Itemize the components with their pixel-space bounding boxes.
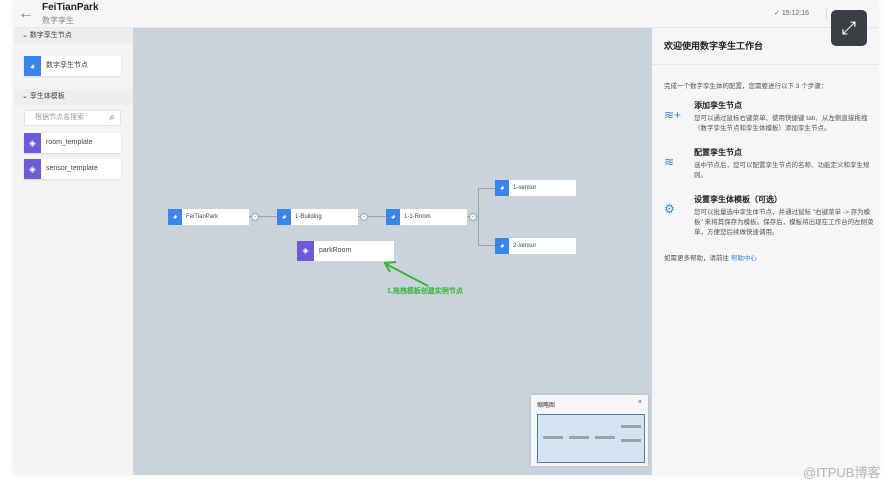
minimap-node [621,425,641,428]
node-icon: ◕ [495,238,509,254]
search-placeholder: 根据节点名搜索 [35,114,84,121]
panel-intro: 完成一个数字孪生体的配置，您需要进行以下 3 个步骤： [664,83,828,90]
step-desc: 您可以批量选中孪生体节点，并通过鼠标 "右键菜单 -> 存为模板" 来将其保存为… [694,209,874,236]
step-desc: 您可以通过鼠标右键菜单、使用快捷键 tab、从左侧直接拖拽（数字孪生节点和孪生体… [694,115,868,132]
digital-twin-node-item[interactable]: ◕ 数字孪生节点 [24,56,121,76]
minimap-node [621,439,641,442]
minimap-node [543,436,563,439]
node-label: 1-1-Room [404,214,431,220]
node-label: 2-sensor [513,243,537,249]
collapse-toggle[interactable]: - [469,213,477,221]
item-label: 数字孪生节点 [46,62,88,69]
node-icon: ◕ [386,209,400,225]
minimap-title: 缩略图 [537,403,556,409]
node-icon: ◕ [495,180,509,196]
item-label: room_template [46,139,93,146]
help-line: 如需更多帮助，请前往 帮助中心 [664,252,757,262]
graph-node[interactable]: ◕ FeiTianPark [168,209,249,225]
back-arrow-icon[interactable]: ← [18,5,34,22]
minimap-node [569,436,589,439]
help-text: 如需更多帮助，请前往 [664,255,729,262]
graph-node[interactable]: ◕ 1-Building [277,209,358,225]
item-label: sensor_template [46,165,98,172]
step-configure-node: ≋ 配置孪生节点选中节点后，您可以配置孪生节点的名称、功能定义和孪生规则。 [664,147,874,181]
divider [826,8,827,20]
graph-node[interactable]: ◕ 1-1-Room [386,209,467,225]
step-title: 配置孪生节点 [694,148,742,157]
watermark: @ITPUB博客 [803,465,881,480]
gear-layers-icon: ⚙ [664,202,675,216]
collapse-toggle[interactable]: - [251,213,259,221]
sidebar: ⌄ 数字孪生节点 ◕ 数字孪生节点 ⌄ 孪生体模板 根据节点名搜索 ⌕ ◈ room_… [14,28,133,475]
node-icon: ◕ [277,209,291,225]
step-title: 设置孪生体模板（可选） [694,195,782,204]
node-label: parkRoom [319,247,352,254]
node-label: 1-Building [295,214,322,220]
time-text: 15:12:16 [781,10,810,17]
collapse-toggle[interactable]: - [360,213,368,221]
node-icon: ◕ [168,209,182,225]
template-node[interactable]: ◈ parkRoom [297,241,394,261]
edge [478,188,479,246]
step-template: ⚙ 设置孪生体模板（可选） 您可以批量选中孪生体节点，并通过鼠标 "右键菜单 -> … [664,194,874,238]
template-item-sensor[interactable]: ◈ sensor_template [24,159,121,179]
minimap-close-button[interactable]: × [637,399,642,406]
layers-icon: ◈ [297,241,314,261]
app-window: ← FeiTianPark 数字孪生 ✓ 15:12:16 ⤢ ⌄ 数字孪生节点… [14,0,878,475]
annotation-arrow-icon [383,261,429,287]
layers-icon: ◈ [24,133,41,153]
graph-canvas[interactable]: ◕ FeiTianPark ◕ 1-Building ◕ 1-1-Room ◕ 1-se… [133,28,652,475]
step-desc: 选中节点后，您可以配置孪生节点的名称、功能定义和孪生规则。 [694,162,870,179]
template-search-input[interactable]: 根据节点名搜索 ⌕ [24,110,121,126]
edge [478,188,495,189]
node-label: 1-sensor [513,185,537,191]
node-icon: ◕ [24,56,41,76]
layers-icon: ◈ [24,159,41,179]
section-label: 数字孪生节点 [29,32,72,39]
step-add-node: ≋+ 添加孪生节点您可以通过鼠标右键菜单、使用快捷键 tab、从左侧直接拖拽（数字… [664,100,874,134]
fullscreen-icon[interactable]: ⤢ [831,10,867,46]
config-layers-icon: ≋ [664,155,675,169]
check-circle-icon: ✓ [774,10,782,17]
section-digital-twin-nodes[interactable]: ⌄ 数字孪生节点 [14,28,133,44]
annotation-text: 1.拖拽模板创建实例节点 [387,288,463,295]
save-time: ✓ 15:12:16 [774,9,809,17]
section-label: 孪生体模板 [29,93,65,100]
chevron-down-icon: ⌄ [22,93,30,100]
help-center-link[interactable]: 帮助中心 [730,255,757,262]
search-icon[interactable]: ⌕ [109,112,115,123]
minimap: 缩略图 × [531,395,648,466]
minimap-node [595,436,615,439]
header: ← FeiTianPark 数字孪生 ✓ 15:12:16 ⤢ [14,0,878,46]
minimap-viewport[interactable] [537,414,645,463]
graph-node[interactable]: ◕ 1-sensor [495,180,576,196]
welcome-panel: 欢迎使用数字孪生工作台 完成一个数字孪生体的配置，您需要进行以下 3 个步骤： … [652,28,878,475]
page-subtitle: 数字孪生 [42,16,74,25]
panel-title: 欢迎使用数字孪生工作台 [652,28,878,65]
step-title: 添加孪生节点 [694,101,742,110]
template-item-room[interactable]: ◈ room_template [24,133,121,153]
node-label: FeiTianPark [186,214,219,220]
page-title: FeiTianPark [42,2,99,13]
graph-node[interactable]: ◕ 2-sensor [495,238,576,254]
chevron-down-icon: ⌄ [22,32,30,39]
add-layers-icon: ≋+ [664,108,682,122]
section-templates[interactable]: ⌄ 孪生体模板 [14,89,133,105]
edge [478,245,495,246]
